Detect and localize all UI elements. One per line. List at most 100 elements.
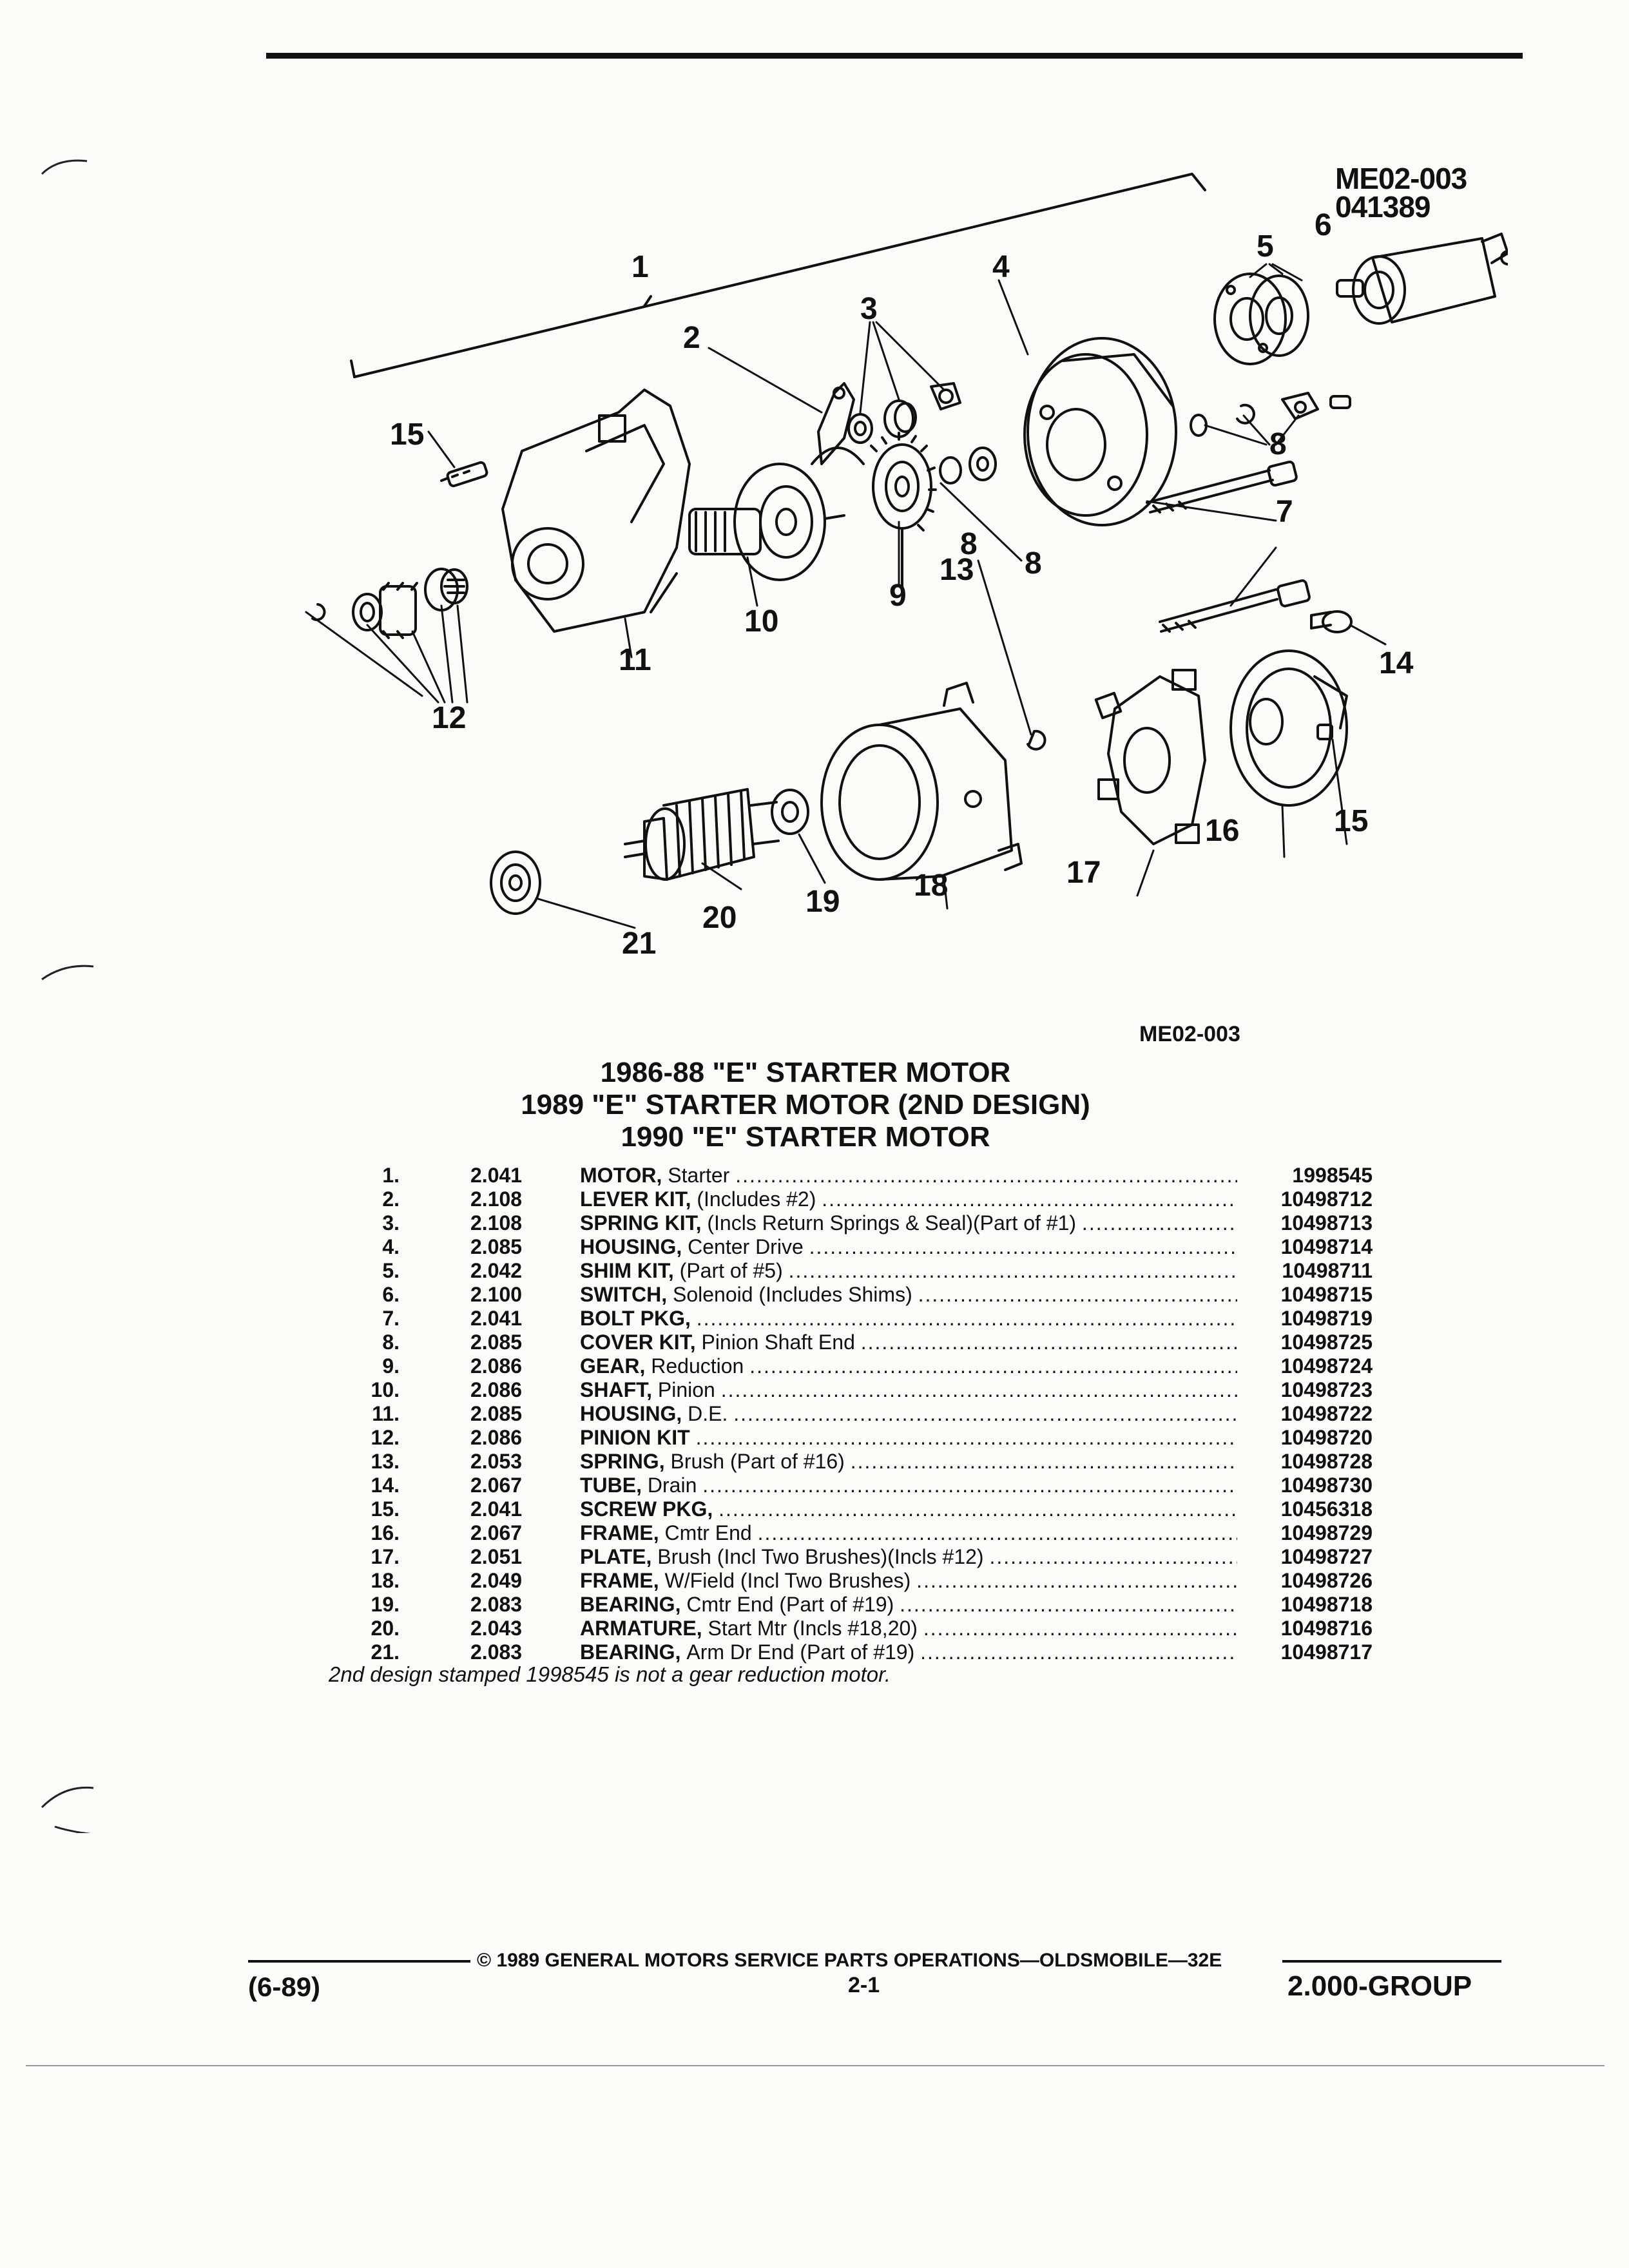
screw-part-icon (1316, 724, 1333, 740)
leader-dots: ........................................… (923, 1617, 1237, 1640)
leader-dots: ........................................… (850, 1450, 1237, 1473)
de-housing-part-icon (501, 389, 691, 633)
item-label: HOUSING, (580, 1402, 682, 1425)
item-number: 20. (371, 1617, 400, 1640)
leader-dots: ........................................… (695, 1426, 1237, 1449)
part-number: 10498726 (1280, 1569, 1373, 1592)
item-number: 16. (371, 1521, 400, 1544)
parts-row: 16. 2.067 FRAME, Cmtr End ................… (303, 1521, 1373, 1545)
callout-7: 7 (1276, 495, 1293, 529)
item-detail: Start Mtr (Incls #18,20) (708, 1617, 918, 1640)
diagram-reference: ME02-003 041389 (1335, 164, 1467, 222)
leader-dots: ........................................… (900, 1593, 1237, 1616)
item-description: FRAME, Cmtr End ........................… (580, 1521, 1237, 1545)
section-titles: 1986-88 "E" STARTER MOTOR 1989 "E" START… (451, 1057, 1160, 1153)
bearing-part-icon (771, 789, 809, 835)
item-number: 5. (382, 1259, 400, 1282)
group-number: 2.085 (470, 1331, 523, 1354)
item-description: SPRING KIT, (Incls Return Springs & Seal… (580, 1211, 1237, 1235)
callout-17: 17 (1066, 856, 1101, 890)
assembly-bracket (353, 173, 1206, 378)
bolt-part-icon (1146, 460, 1311, 633)
leader-dots: ........................................… (720, 1378, 1237, 1401)
part-number: 10498713 (1280, 1211, 1373, 1235)
callout-21: 21 (622, 927, 656, 961)
item-label: MOTOR, (580, 1164, 662, 1187)
leader-dots: ........................................… (809, 1235, 1237, 1258)
callout-6: 6 (1315, 208, 1332, 242)
item-detail: Pinion Shaft End (701, 1331, 855, 1354)
item-label: BOLT PKG, (580, 1307, 691, 1330)
item-label: SWITCH, (580, 1283, 668, 1306)
item-detail: Arm Dr End (Part of #19) (686, 1640, 915, 1664)
footer-page-number: 2-1 (848, 1973, 880, 1997)
group-number: 2.108 (470, 1211, 523, 1235)
item-label: COVER KIT, (580, 1331, 696, 1354)
callout-10: 10 (744, 604, 778, 639)
group-number: 2.086 (470, 1426, 523, 1449)
callout-11: 11 (619, 643, 651, 677)
group-number: 2.083 (470, 1640, 523, 1664)
figure-caption: ME02-003 (1139, 1022, 1240, 1046)
leader-dots: ........................................… (733, 1402, 1237, 1425)
item-label: SHIM KIT, (580, 1259, 674, 1282)
washer-part-icon (939, 447, 997, 485)
part-number: 10498725 (1280, 1331, 1373, 1354)
title-line-3: 1990 "E" STARTER MOTOR (621, 1121, 990, 1153)
group-number: 2.067 (470, 1521, 523, 1544)
item-label: SPRING, (580, 1450, 665, 1473)
screw-part-icon (440, 461, 488, 488)
item-detail: Pinion (657, 1378, 715, 1401)
field-frame-part-icon (820, 682, 1023, 881)
armature-part-icon (624, 788, 780, 881)
item-detail: D.E. (688, 1402, 728, 1425)
group-number: 2.085 (470, 1235, 523, 1258)
footer-group: 2.000-GROUP (1287, 1970, 1472, 2002)
item-detail: (Incls Return Springs & Seal)(Part of #1… (707, 1211, 1077, 1235)
part-number: 1998545 (1292, 1164, 1373, 1187)
footer-rule-left (248, 1960, 470, 1963)
item-description: SWITCH, Solenoid (Includes Shims) ......… (580, 1283, 1237, 1307)
reduction-gear-part-icon (870, 432, 937, 588)
callout-14: 14 (1379, 646, 1414, 680)
item-label: TUBE, (580, 1474, 642, 1497)
title-line-2: 1989 "E" STARTER MOTOR (2ND DESIGN) (521, 1089, 1090, 1120)
item-detail: Starter (668, 1164, 730, 1187)
part-number: 10498719 (1280, 1307, 1373, 1330)
item-number: 18. (371, 1569, 400, 1592)
item-label: PLATE, (580, 1545, 652, 1568)
item-description: BEARING, Cmtr End (Part of #19) ........… (580, 1593, 1237, 1617)
callout-15: 15 (1334, 804, 1368, 838)
part-number: 10498727 (1280, 1545, 1373, 1568)
commutator-frame-part-icon (1229, 649, 1348, 807)
group-number: 2.041 (470, 1164, 523, 1187)
part-number: 10498718 (1280, 1593, 1373, 1616)
item-detail: Center Drive (688, 1235, 804, 1258)
item-detail: Brush (Incl Two Brushes)(Incls #12) (657, 1545, 984, 1568)
item-description: SHAFT, Pinion ..........................… (580, 1378, 1237, 1402)
part-number: 10498730 (1280, 1474, 1373, 1497)
group-number: 2.067 (470, 1474, 523, 1497)
item-number: 2. (382, 1187, 400, 1211)
group-number: 2.051 (470, 1545, 523, 1568)
item-label: SPRING KIT, (580, 1211, 702, 1235)
item-number: 3. (382, 1211, 400, 1235)
item-description: HOUSING, Center Drive ..................… (580, 1235, 1237, 1259)
pinion-shaft-part-icon (688, 463, 845, 581)
title-line-1: 1986-88 "E" STARTER MOTOR (600, 1057, 1011, 1088)
leader-dots: ........................................… (916, 1569, 1237, 1592)
callout-15: 15 (390, 418, 424, 452)
item-number: 12. (371, 1426, 400, 1449)
item-description: BEARING, Arm Dr End (Part of #19) ......… (580, 1640, 1237, 1664)
part-number: 10498715 (1280, 1283, 1373, 1306)
part-number: 10456318 (1280, 1497, 1373, 1521)
